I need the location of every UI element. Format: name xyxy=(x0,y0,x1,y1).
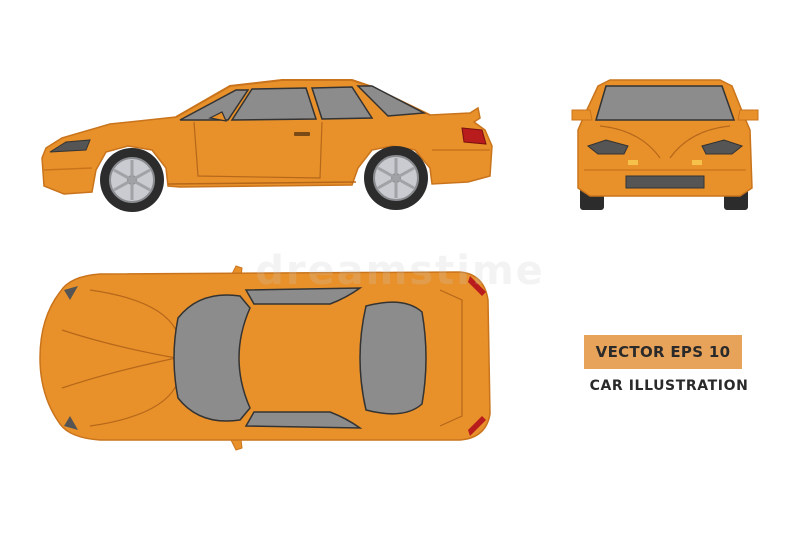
front-right-mirror xyxy=(737,109,759,121)
top-front-left-headlight xyxy=(64,286,78,300)
side-taillight xyxy=(461,127,487,145)
side-windshield xyxy=(179,89,250,121)
side-mirror xyxy=(208,111,228,122)
top-front-right-headlight xyxy=(64,416,78,430)
top-windshield xyxy=(173,294,251,422)
side-headlight xyxy=(49,139,91,153)
side-door-handle xyxy=(294,132,310,136)
side-rear-glass xyxy=(356,85,427,117)
front-right-indicator xyxy=(692,160,702,165)
front-left-indicator xyxy=(628,160,638,165)
front-left-headlight xyxy=(586,139,629,155)
top-trunk-line xyxy=(439,289,463,427)
top-rear-glass xyxy=(359,301,427,415)
car-top-view xyxy=(39,265,491,451)
vector-eps-badge: VECTOR EPS 10 xyxy=(584,335,742,369)
front-hood-line-right xyxy=(669,125,731,159)
watermark: dreamstime xyxy=(255,248,545,294)
car-illustration-caption: CAR ILLUSTRATION xyxy=(589,378,749,394)
front-windshield xyxy=(594,85,736,121)
side-front-window xyxy=(230,87,318,121)
front-license-plate xyxy=(625,175,705,189)
car-front-view xyxy=(571,79,759,210)
side-rocker xyxy=(167,181,357,185)
front-right-headlight xyxy=(701,139,744,155)
car-side-view xyxy=(41,79,493,212)
top-right-window xyxy=(244,411,363,429)
top-hood-line xyxy=(89,289,177,427)
side-rear-window xyxy=(310,86,374,120)
top-rear-left-light xyxy=(468,276,486,296)
side-front-wheel xyxy=(100,148,164,212)
badge-label: VECTOR EPS 10 xyxy=(595,343,731,361)
side-front-bumper xyxy=(43,167,93,171)
top-left-window xyxy=(244,287,363,305)
front-hood-line-left xyxy=(599,125,661,159)
side-rear-wheel xyxy=(364,146,428,210)
side-door-line xyxy=(193,121,323,179)
top-rear-right-light xyxy=(468,416,486,436)
front-left-mirror xyxy=(571,109,593,121)
